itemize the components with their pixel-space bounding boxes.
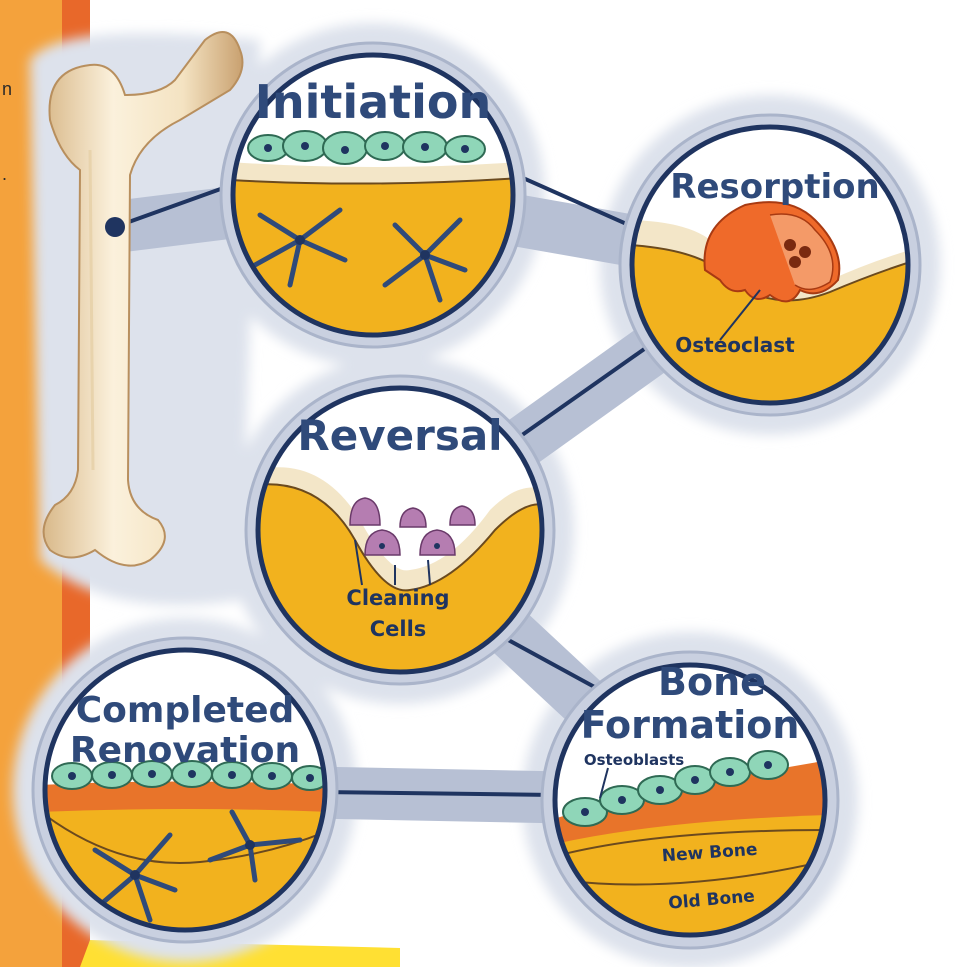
stage-title-completed-renovation: Completed	[76, 690, 295, 731]
connector-line	[113, 180, 242, 229]
stage-reversal: Reversal Cleaning Cells	[244, 374, 556, 686]
stage-completed-renovation: Completed Renovation	[31, 636, 339, 944]
stage-initiation: Initiation	[219, 41, 527, 349]
stage-title-completed-renovation: Renovation	[70, 730, 300, 771]
connector-line	[318, 790, 557, 797]
stage-bone-formation: Bone Formation Osteoblasts New Bone Old …	[540, 650, 840, 950]
stage-title-reversal: Reversal	[297, 411, 502, 460]
label-osteoblasts: Osteoblasts	[584, 751, 684, 769]
osteoclast-icon	[703, 201, 841, 303]
stage-resorption: Resorption Osteoclast	[618, 113, 922, 417]
femur-bone-icon	[42, 31, 244, 567]
connector-line	[513, 343, 652, 442]
label-cleaning-cells: Cleaning	[346, 586, 449, 610]
osteocyte-icon	[92, 809, 303, 923]
osteocyte-icon	[252, 207, 468, 303]
label-cleaning-cells: Cells	[370, 617, 427, 641]
sample-site-marker	[105, 217, 125, 237]
label-osteoclast: Osteoclast	[675, 333, 795, 357]
edge-text-fragment: .	[2, 164, 7, 184]
connector-line	[503, 168, 642, 232]
stage-title-initiation: Initiation	[255, 75, 492, 129]
cleaning-cell-icon	[349, 497, 476, 556]
stage-title-bone-formation: Bone	[658, 660, 766, 704]
edge-text-fragment: n	[2, 79, 12, 99]
stage-title-bone-formation: Formation	[581, 703, 800, 747]
stage-title-resorption: Resorption	[670, 167, 879, 207]
